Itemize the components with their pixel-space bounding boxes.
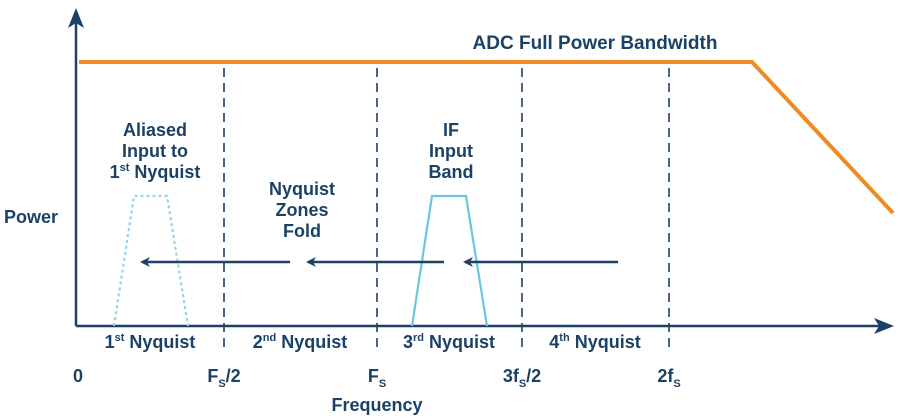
nyquist-zone-4-label: 4th Nyquist [549, 332, 640, 352]
tick-label-two-fs: 2fS [657, 366, 680, 390]
if-label-line2: Input [429, 141, 473, 161]
aliased-label-line3: 1st Nyquist [110, 162, 201, 182]
nyquist-zone-1-label: 1st Nyquist [105, 332, 196, 352]
bandwidth-label: ADC Full Power Bandwidth [473, 33, 718, 54]
nyquist-zone-2-label: 2nd Nyquist [253, 332, 347, 352]
if-label-line3: Band [429, 162, 474, 182]
tick-label-zero: 0 [73, 366, 83, 386]
if-label-line1: IF [443, 120, 459, 140]
tick-label-three-fs-half: 3fS/2 [503, 366, 541, 390]
aliased-label-line1: Aliased [123, 120, 187, 140]
x-axis-arrow-icon [874, 318, 894, 334]
fold-label-line2: Zones [275, 200, 328, 220]
fold-label-line1: Nyquist [269, 179, 335, 199]
nyquist-zone-3-label: 3rd Nyquist [403, 332, 495, 352]
x-axis-label: Frequency [331, 395, 422, 415]
aliased-label-line2: Input to [122, 141, 188, 161]
tick-label-fs-half: FS/2 [207, 366, 240, 390]
fold-label-line3: Fold [283, 221, 321, 241]
bandwidth-curve [79, 60, 895, 215]
tick-label-fs: FS [368, 366, 386, 390]
y-axis-arrow-icon [68, 8, 84, 28]
y-axis-label: Power [4, 207, 58, 227]
